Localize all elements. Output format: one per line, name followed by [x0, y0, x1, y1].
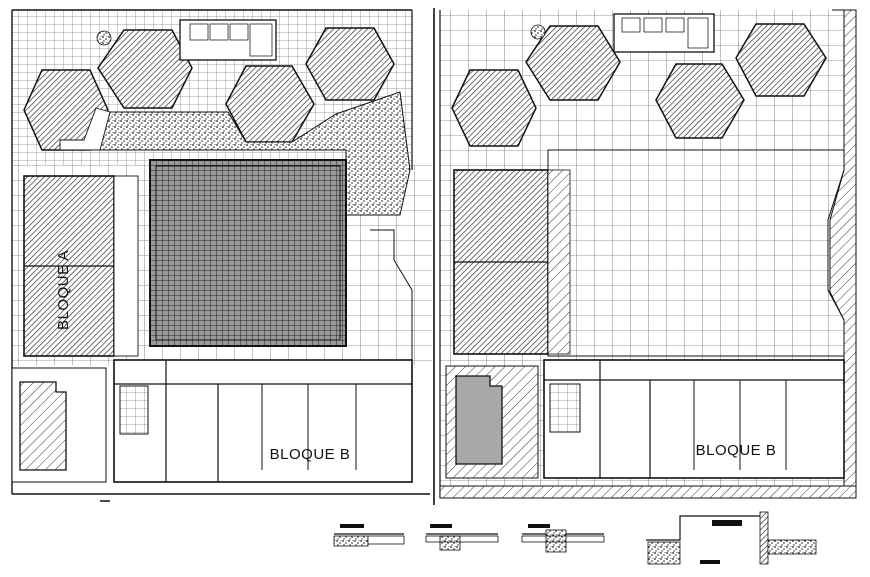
left-central-courtyard	[149, 159, 347, 347]
right-service-cell-3	[665, 17, 685, 33]
left-bloque-a-corridor	[113, 175, 139, 357]
left-service-cell-4	[249, 23, 273, 57]
left-bloque-b-wing	[113, 359, 413, 483]
left-annex-building	[19, 381, 67, 471]
left-bloque-a-label: BLOQUE A	[55, 250, 72, 330]
right-bloque-a-side-hatch	[547, 169, 571, 355]
right-service-cell-1	[621, 17, 641, 33]
detail-section-3	[521, 524, 605, 553]
right-bloque-b-label: BLOQUE B	[696, 442, 777, 459]
left-hexagon-room-2	[97, 29, 193, 109]
left-service-cell-2	[209, 23, 229, 41]
right-hexagon-room-2	[525, 25, 621, 101]
right-service-cell-2	[643, 17, 663, 33]
detail-section-1	[333, 524, 405, 547]
right-stairs	[549, 383, 581, 433]
right-boundary-hatch	[829, 9, 857, 495]
right-hexagon-room-3	[655, 63, 745, 139]
left-walkway	[59, 107, 111, 151]
left-gravel-patio	[89, 91, 411, 216]
left-hexagon-room-4	[305, 27, 395, 101]
right-boundary-hatch-bottom	[439, 485, 857, 499]
left-tree-symbol	[96, 30, 112, 46]
construction-details	[333, 511, 817, 565]
detail-section-4	[646, 511, 817, 565]
right-open-plaza	[547, 149, 845, 357]
right-hexagon-room-1	[451, 69, 537, 147]
left-service-cell-3	[229, 23, 249, 41]
left-bloque-b-label: BLOQUE B	[270, 446, 351, 463]
left-floor-plan: BLOQUE A BLOQUE B	[11, 9, 432, 502]
left-entry-ramp	[370, 229, 413, 360]
right-floor-plan: BLOQUE B	[439, 9, 857, 499]
left-stairs	[119, 385, 149, 435]
left-hexagon-room-1	[23, 69, 109, 151]
right-annex-building	[455, 375, 503, 465]
left-service-cell-1	[189, 23, 209, 41]
right-tree-symbol	[530, 24, 546, 40]
detail-section-2	[425, 524, 499, 551]
right-service-cell-4	[687, 17, 709, 49]
right-hexagon-room-4	[735, 23, 827, 97]
left-courtyard-inner	[155, 165, 341, 341]
